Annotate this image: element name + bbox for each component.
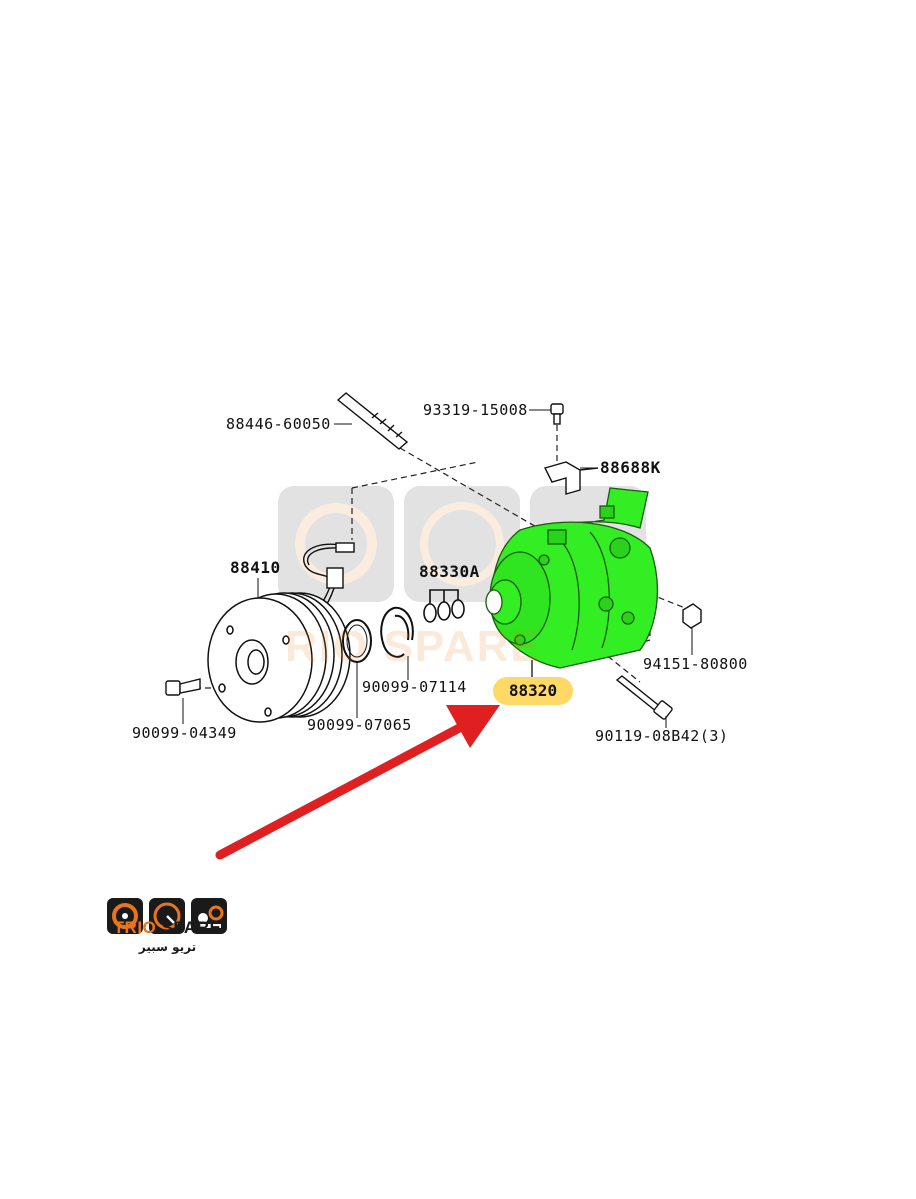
brand-name-arabic: تريو سبير xyxy=(138,940,197,954)
magnetic-clutch-icon xyxy=(207,592,351,723)
brand-name: TRIO SPARE xyxy=(105,918,230,938)
watermark-text: RIO SPARE xyxy=(285,622,542,671)
label-o-ring-kit: 88330A xyxy=(419,562,480,581)
o-ring-icon xyxy=(423,589,465,623)
nut-icon xyxy=(682,603,702,655)
brand-logo-icon xyxy=(107,898,227,934)
brand-name-spare: SPARE xyxy=(161,918,222,937)
label-screw: 93319-15008 xyxy=(423,401,528,419)
bolt-icon xyxy=(165,678,201,696)
red-arrow-icon xyxy=(215,705,500,860)
label-bracket: 88688K xyxy=(600,458,661,477)
screw-icon xyxy=(550,403,564,425)
label-compressor: 88320 xyxy=(493,677,573,705)
compressor-icon xyxy=(485,487,659,677)
label-bolt-left: 90099-04349 xyxy=(132,724,237,742)
label-snap-ring-1: 90099-07065 xyxy=(307,716,412,734)
label-snap-ring-2: 90099-07114 xyxy=(362,678,467,696)
label-stud-bolt: 88446-60050 xyxy=(226,415,331,433)
bracket-icon xyxy=(543,461,599,495)
mount-bolt-icon xyxy=(615,675,673,728)
label-magnetic-clutch: 88410 xyxy=(230,558,281,577)
label-nut: 94151-80800 xyxy=(643,655,748,673)
label-mount-bolt: 90119-08B42(3) xyxy=(595,727,729,745)
stud-bolt-icon xyxy=(336,392,409,450)
retaining-ring-icon xyxy=(380,606,414,658)
brand-name-trio: TRIO xyxy=(113,918,157,937)
